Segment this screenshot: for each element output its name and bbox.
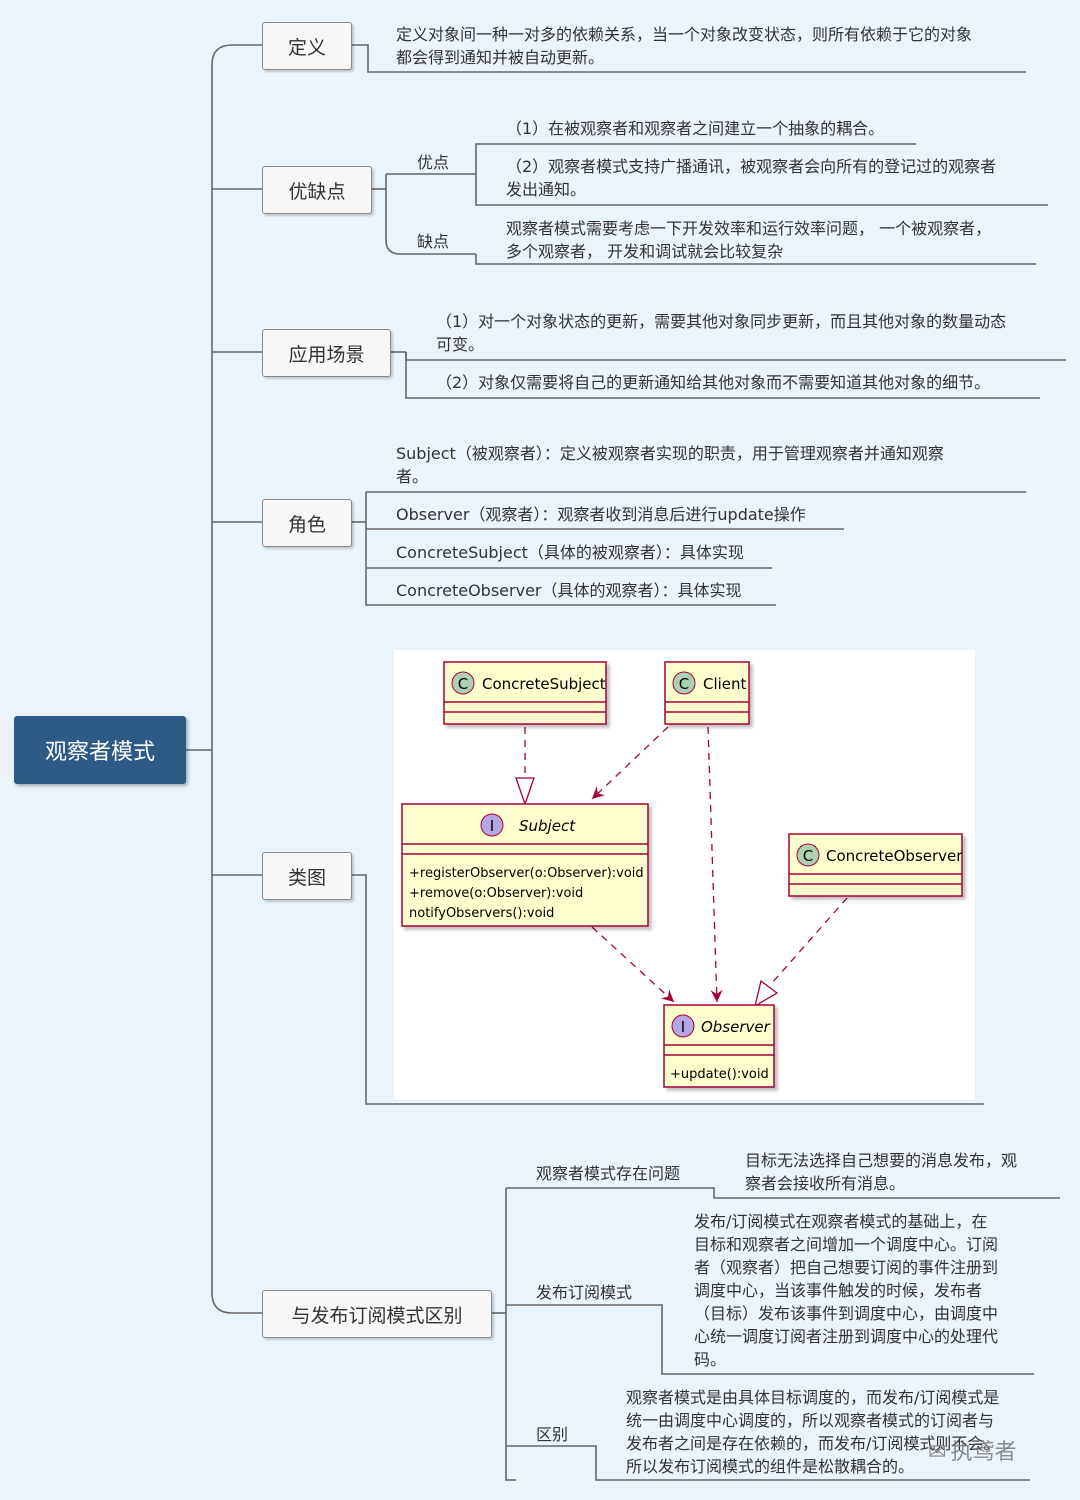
pubsub-mode-line: 者（观察者）把自己想要订阅的事件注册到: [694, 1258, 999, 1277]
realization-arrow-observer: [754, 979, 779, 1008]
pubsub-diff-line: 统一由调度中心调度的，所以观察者模式的订阅者与: [626, 1411, 995, 1430]
class-client: [664, 661, 750, 725]
pubsub-problem-line-1: 目标无法选择自己想要的消息发布，观: [745, 1151, 1018, 1170]
concrete-subject-name: ConcreteSubject: [482, 675, 606, 693]
subject-method: +remove(o:Observer):void: [409, 886, 583, 901]
interface-i-icon: [671, 1014, 695, 1038]
subject-method: +registerObserver(o:Observer):void: [409, 866, 644, 881]
pubsub-diff-line: 发布者之间是存在依赖的，而发布/订阅模式则不会。: [626, 1434, 1000, 1453]
pubsub-diff-label: 区别: [536, 1425, 569, 1444]
node-class-diagram[interactable]: 类图: [262, 852, 352, 900]
uml-relations: [524, 726, 848, 1003]
uml-class-diagram: C ConcreteSubject C Client I Subject +re…: [394, 650, 975, 1100]
class-c-icon: [796, 843, 820, 867]
interface-i-icon: [480, 813, 504, 837]
rel-concreteobserver-observer: [771, 897, 848, 984]
concrete-observer-stereotype: C: [803, 847, 813, 865]
pros-item-1: （1）在被观察者和观察者之间建立一个抽象的耦合。: [506, 119, 885, 138]
cons-text-line-2: 多个观察者， 开发和调试就会比较复杂: [506, 242, 784, 261]
rel-client-observer: [707, 726, 723, 1003]
pubsub-mode-line: 心统一调度订阅者注册到调度中心的处理代: [694, 1327, 999, 1346]
watermark-text: 执鸢者: [950, 1440, 1017, 1465]
pubsub-mode-label: 发布订阅模式: [536, 1283, 633, 1302]
interface-subject: [401, 803, 649, 927]
pubsub-diff-line: 所以发布订阅模式的组件是松散耦合的。: [626, 1457, 915, 1476]
cons-text-line-1: 观察者模式需要考虑一下开发效率和运行效率问题， 一个被观察者，: [506, 219, 992, 238]
class-concrete-subject: [443, 661, 607, 725]
role-subject-line-2: 者。: [396, 467, 429, 486]
pubsub-problem-label: 观察者模式存在问题: [536, 1164, 681, 1183]
node-scenarios[interactable]: 应用场景: [262, 329, 391, 377]
client-name: Client: [703, 675, 747, 693]
subject-name: Subject: [519, 817, 576, 835]
observer-method: +update():void: [670, 1067, 769, 1082]
concrete-observer-name: ConcreteObserver: [826, 847, 963, 865]
role-subject-line-1: Subject（被观察者）：定义被观察者实现的职责，用于管理观察者并通知观察: [396, 444, 944, 463]
scenario-item-2: （2）对象仅需要将自己的更新通知给其他对象而不需要知道其他对象的细节。: [436, 373, 991, 392]
rel-client-subject: [591, 726, 669, 800]
pubsub-diff-line: 观察者模式是由具体目标调度的，而发布/订阅模式是: [626, 1388, 1000, 1407]
class-concrete-observer: [788, 833, 963, 897]
pubsub-mode-line: （目标）发布该事件到调度中心，由调度中: [694, 1304, 999, 1323]
role-concrete-observer: ConcreteObserver（具体的观察者）：具体实现: [396, 581, 742, 600]
role-observer: Observer（观察者）：观察者收到消息后进行update操作: [396, 505, 806, 524]
concrete-subject-stereotype: C: [458, 675, 468, 693]
client-stereotype: C: [679, 675, 689, 693]
pubsub-problem-line-2: 察者会接收所有消息。: [745, 1174, 906, 1193]
class-c-icon: [451, 671, 475, 695]
uml-diagram-svg: C ConcreteSubject C Client I Subject +re…: [401, 661, 963, 1088]
definition-text-line-1: 定义对象间一种一对多的依赖关系，当一个对象改变状态，则所有依赖于它的对象: [396, 25, 973, 44]
pubsub-mode-line: 码。: [694, 1350, 727, 1369]
scenario-item-1-line-1: （1）对一个对象状态的更新，需要其他对象同步更新，而且其他对象的数量动态: [436, 312, 1007, 331]
observer-stereotype: I: [681, 1018, 685, 1036]
pros-item-2-line-1: （2）观察者模式支持广播通讯，被观察者会向所有的登记过的观察者: [506, 157, 997, 176]
pros-item-2-line-2: 发出通知。: [506, 180, 587, 199]
node-definition[interactable]: 定义: [262, 22, 352, 70]
class-c-icon: [672, 671, 696, 695]
pubsub-mode-line: 目标和观察者之间增加一个调度中心。订阅: [694, 1235, 999, 1254]
cons-label: 缺点: [417, 232, 450, 251]
node-pros-cons[interactable]: 优缺点: [262, 166, 372, 214]
pubsub-mode-line: 发布/订阅模式在观察者模式的基础上，在: [694, 1212, 988, 1231]
node-roles[interactable]: 角色: [262, 499, 352, 547]
pros-label: 优点: [417, 153, 450, 172]
root-node[interactable]: 观察者模式: [14, 716, 186, 784]
scenario-item-1-line-2: 可变。: [436, 335, 485, 354]
observer-name: Observer: [701, 1018, 771, 1036]
subject-stereotype: I: [490, 817, 494, 835]
realization-arrow-subject: [515, 777, 535, 806]
wechat-icon: ✉: [928, 1440, 947, 1465]
watermark: ✉执鸢者: [928, 1434, 1016, 1466]
role-concrete-subject: ConcreteSubject（具体的被观察者）：具体实现: [396, 543, 744, 562]
node-pubsub-diff[interactable]: 与发布订阅模式区别: [262, 1290, 492, 1338]
pubsub-mode-line: 调度中心，当该事件触发的时候，发布者: [694, 1281, 983, 1300]
subject-method: notifyObservers():void: [409, 906, 554, 921]
definition-text-line-2: 都会得到通知并被自动更新。: [396, 48, 605, 67]
rel-subject-observer: [591, 926, 675, 1003]
